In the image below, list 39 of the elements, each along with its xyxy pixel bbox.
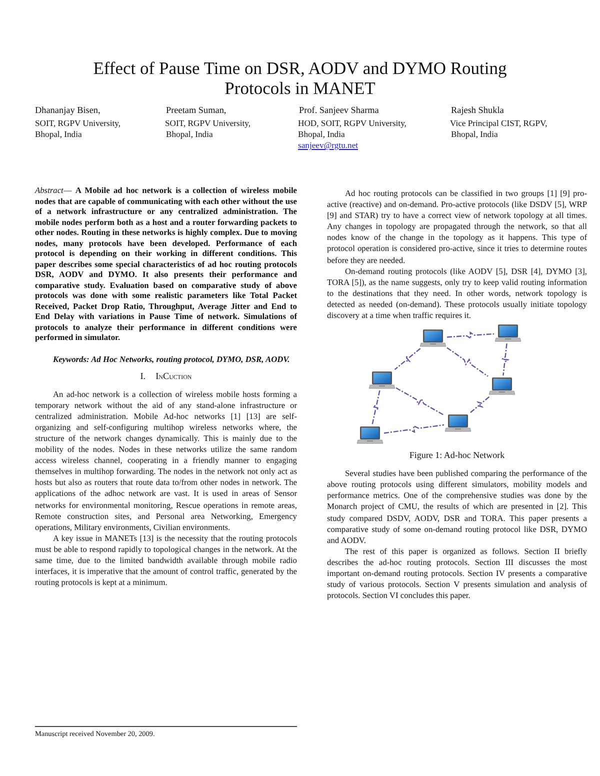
laptop-icon	[357, 426, 383, 445]
body-paragraph: On-demand routing protocols (like AODV [5], DSR [4], DYMO [3], TORA [5]), as the name suggests, only try to keep valid routing information to the destinations that they need. In other words, network topology is detected as needed (on-demand). These protocols usually initiate topology discovery at a time when traffic requires it.	[327, 266, 587, 322]
affiliation: HOD, SOIT, RGPV University,	[298, 118, 406, 129]
author-name: Prof. Sanjeev Sharma	[299, 105, 379, 116]
affiliation: SOIT, RGPV University,	[165, 118, 251, 129]
body-paragraph: A key issue in MANETs [13] is the necessity that the routing protocols must be able to respond rapidly to topological changes in the network. At the same time, due to the limited bandwidth available through mobile radio interfaces, it is imperative that the amount of control traffic, generated by the routing protocols is kept at a minimum.	[35, 532, 297, 588]
email-link: sanjeev@rgtu.net	[298, 140, 358, 151]
affiliation: Bhopal, India	[451, 129, 498, 140]
author-name: Preetam Suman,	[166, 105, 226, 116]
body-paragraph: An ad-hoc network is a collection of wireless mobile hosts forming a temporary network without the aid of any stand-alone infrastructure or centralized administration. Mobile Ad-hoc networks [1] [13] are self-organizing and self-configuring multihop wireless networks where, the structure of the network changes dynamically. This is mainly due to the mobility of the nodes. Nodes in these networks utilize the same random access wireless channel, cooperating in a friendly manner to engaging themselves in multihop forwarding. The nodes in the network not only act as hosts but also as routers that route data to/from other nodes in network. The applications of the adhoc network are vast. It is used in areas of Sensor networks for environmental monitoring, Rescue operations in remote areas, Remote construction sites, and Personal area Networking, Emergency operations, Military environments, Civilian environments.	[35, 388, 297, 533]
wireless-link	[470, 396, 490, 414]
laptop-icon	[369, 370, 395, 390]
laptop-icon	[445, 414, 471, 433]
wireless-link	[384, 424, 444, 434]
author-name: Dhananjay Bisen,	[35, 105, 100, 116]
affiliation: Bhopal, India	[298, 129, 345, 140]
wireless-link	[371, 390, 381, 425]
affiliation: SOIT, RGPV University,	[35, 118, 121, 129]
affiliation: Vice Principal CIST, RGPV,	[450, 118, 548, 129]
affiliation: Bhopal, India	[166, 129, 213, 140]
laptop-icon	[489, 376, 515, 396]
laptop-icon	[420, 328, 446, 348]
section-number: I.	[140, 370, 146, 381]
section-heading: InCuction	[156, 370, 192, 381]
figure-caption: Figure 1: Ad-hoc Network	[408, 450, 506, 460]
affiliation: Bhopal, India	[35, 129, 82, 140]
author-name: Rajesh Shukla	[451, 105, 504, 116]
wireless-link	[394, 348, 421, 370]
abstract-paragraph: Abstract— A Mobile ad hoc network is a collection of wireless mobile nodes that are capable of communicating with each other without the use of a network infrastructure or any centralized administration. The mobile nodes perform both as a host and a router forwarding packets to other nodes. Routing in these networks is highly complex. Due to moving nodes, many protocols have been developed. Performance of each protocol is depending on their working in different conditions. This paper describes some special characteristics of ad hoc routing protocols DSR, AODV and DYMO. It also presents their performance and comparative study. Evaluation based on comparative study of above protocols was done with some realistic parameters like Total Packet Received, Packet Drop Ratio, Throughput, Average Jitter and End to End Delay with variations in Pause Time of network. Simulations of protocols to analyze their performance in different conditions were performed in simulator.	[35, 186, 297, 344]
laptop-icon	[495, 324, 521, 343]
keywords-line: Keywords: Ad Hoc Networks, routing protocol, DYMO, DSR, AODV.	[52, 354, 291, 365]
wireless-link	[446, 331, 494, 340]
body-paragraph: Several studies have been published comparing the performance of the above routing protocols using different simulators, mobility models and performance metrics. One of the comprehensive studies was done by the Monarch project of CMU, the results of which are presented in [2]. This study compared DSDV, AODV, DSR and TORA. This paper presents a comparative study of some on-demand routing protocol like DSR, DYMO and AODV.	[327, 468, 587, 546]
paper-title: Effect of Pause Time on DSR, AODV and DYMO Routing Protocols in MANET	[92, 58, 508, 98]
body-paragraph: Ad hoc routing protocols can be classified in two groups [1] [9] pro-active (reactive) and on-demand. Pro-active protocols (like DSDV [5], WRP [9] and STAR) try to have a correct view of network topology at all times. Any changes in topology are propagated through the network, so that all nodes know of the change in the topology as it happens. This type of protocol operation is considered pro-active, since it tries to determine routes before they are needed.	[327, 188, 587, 266]
wireless-link	[396, 388, 444, 416]
wireless-link	[500, 344, 510, 376]
body-paragraph: The rest of this paper is organized as follows. Section II briefly describes the ad-hoc routing protocols. Section III discusses the most important on-demand routing protocols. Section IV presents a comparative study of various protocols. Section V presents simulation and analysis of protocols. Section VI concludes this paper.	[327, 546, 587, 602]
wireless-link	[446, 347, 488, 377]
